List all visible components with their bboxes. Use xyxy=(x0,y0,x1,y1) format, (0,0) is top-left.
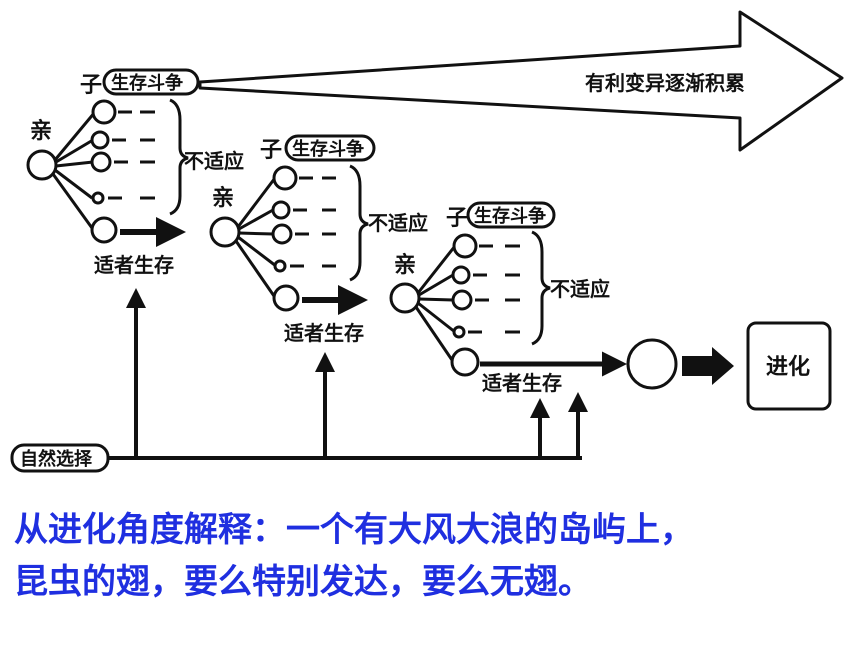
survivor-label: 适者生存 xyxy=(284,321,364,345)
natural-selection-label: 自然选择 xyxy=(20,448,93,470)
offspring-label: 子 xyxy=(260,138,282,163)
offspring-circle xyxy=(451,289,473,311)
parent-label: 亲 xyxy=(212,186,234,211)
struggle-label: 生存斗争 xyxy=(111,72,183,94)
evolution-label: 进化 xyxy=(766,354,810,380)
offspring-circle xyxy=(90,130,110,150)
accumulation-label: 有利变异逐渐积累 xyxy=(585,71,745,95)
generation-group-1: 亲 子 生存斗争 不适应 适者生存 xyxy=(26,68,244,277)
evolution-arrow xyxy=(682,347,734,385)
offspring-circle xyxy=(271,223,293,245)
offspring-circle xyxy=(90,151,112,173)
offspring-label: 子 xyxy=(446,206,468,231)
survivor-circle xyxy=(450,347,480,377)
struggle-label: 生存斗争 xyxy=(292,138,364,160)
parent-label: 亲 xyxy=(30,119,52,144)
unfit-brace xyxy=(349,164,369,282)
survivor-circle xyxy=(272,284,300,312)
offspring-circle xyxy=(451,265,471,285)
offspring-circle xyxy=(91,191,105,205)
evolved-circle xyxy=(626,338,678,390)
generation-group-2: 亲 子 生存斗争 不适应 适者生存 xyxy=(209,134,428,345)
parent-label: 亲 xyxy=(394,253,416,278)
natural-selection-tag xyxy=(10,443,110,473)
parent-circle xyxy=(26,149,58,181)
evolution-box xyxy=(746,321,832,411)
parent-circle xyxy=(389,282,421,314)
offspring-label: 子 xyxy=(80,73,102,98)
generation-group-3: 亲 子 生存斗争 不适应 适者生存 xyxy=(389,201,610,395)
offspring-circle xyxy=(452,325,466,339)
offspring-circle xyxy=(91,99,117,125)
offspring-circle xyxy=(271,200,291,220)
offspring-circle xyxy=(273,259,287,273)
offspring-circle xyxy=(272,165,298,191)
struggle-tag xyxy=(102,68,200,96)
survivor-label: 适者生存 xyxy=(94,253,174,277)
unfit-brace xyxy=(531,230,551,346)
unfit-label: 不适应 xyxy=(368,211,428,235)
unfit-brace xyxy=(169,98,189,216)
caption-line-1: 从进化角度解释：一个有大风大浪的岛屿上， xyxy=(14,510,694,550)
survivor-circle xyxy=(90,216,118,244)
parent-circle xyxy=(209,216,241,248)
struggle-tag xyxy=(284,134,376,162)
survivor-label: 适者生存 xyxy=(482,371,562,395)
accumulation-arrow xyxy=(198,10,844,152)
unfit-label: 不适应 xyxy=(184,149,244,173)
struggle-tag xyxy=(466,201,556,229)
unfit-label: 不适应 xyxy=(550,277,610,301)
offspring-circle xyxy=(452,233,478,259)
caption-line-2: 昆虫的翅，要么特别发达，要么无翅。 xyxy=(14,562,592,602)
struggle-label: 生存斗争 xyxy=(474,205,546,227)
